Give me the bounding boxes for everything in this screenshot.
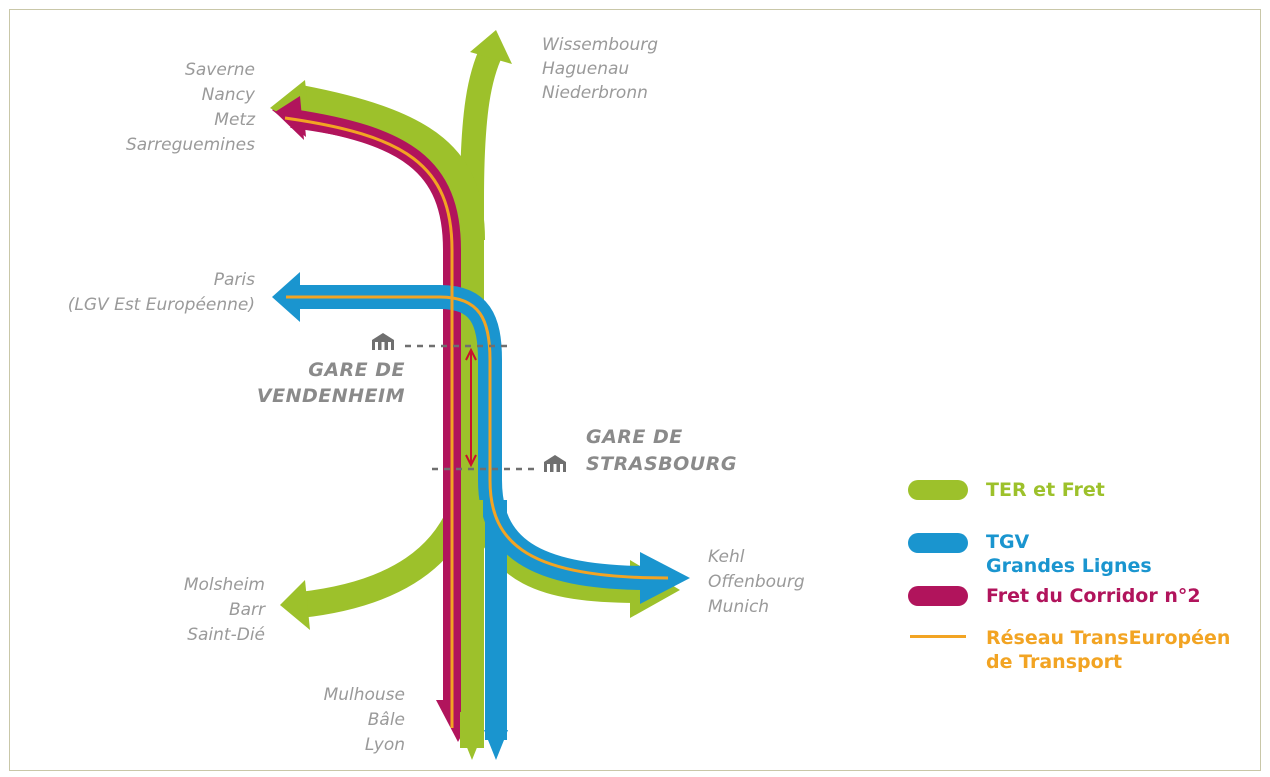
legend-tgv-swatch [908, 533, 968, 553]
dest-east: Kehl Offenbourg Munich [708, 547, 805, 617]
dest-sw-3: Saint-Dié [187, 625, 265, 645]
dest-west-1: Paris [214, 270, 255, 290]
dest-south-2: Bâle [368, 710, 405, 730]
legend-fret-label: Fret du Corridor n°2 [986, 585, 1201, 607]
legend-ten-label-1: Réseau TransEuropéen [986, 627, 1230, 649]
legend-ter-swatch [908, 480, 968, 500]
legend-ten-swatch [910, 635, 966, 638]
station-building-icon [544, 455, 566, 472]
dest-south-1: Mulhouse [324, 685, 405, 705]
dest-north-1: Wissembourg [542, 35, 658, 55]
station-vendenheim-label: GARE DE VENDENHEIM [257, 359, 405, 407]
station-link-arrow [465, 347, 477, 468]
station-building-icon [372, 333, 394, 350]
dest-nw-3: Metz [214, 110, 256, 130]
dest-west-2: (LGV Est Européenne) [68, 295, 255, 315]
dest-nw-4: Sarreguemines [126, 135, 255, 155]
vendenheim-line-2: VENDENHEIM [257, 385, 405, 407]
ten-line [284, 116, 669, 728]
legend-tgv-label-1: TGV [986, 531, 1030, 553]
dest-east-1: Kehl [708, 547, 745, 567]
dest-north-3: Niederbronn [542, 83, 648, 103]
vendenheim-line-1: GARE DE [308, 359, 405, 381]
dest-sw-2: Barr [229, 600, 266, 620]
dest-northwest: Saverne Nancy Metz Sarreguemines [126, 60, 256, 155]
legend: TER et Fret TGV Grandes Lignes Fret du C… [908, 479, 1230, 673]
dest-south-3: Lyon [365, 735, 405, 755]
strasbourg-line-1: GARE DE [586, 426, 683, 448]
dest-nw-1: Saverne [185, 60, 255, 80]
dest-nw-2: Nancy [202, 85, 256, 105]
dest-north: Wissembourg Haguenau Niederbronn [542, 35, 658, 103]
dest-south: Mulhouse Bâle Lyon [324, 685, 405, 755]
strasbourg-line-2: STRASBOURG [586, 453, 737, 475]
station-dashes [405, 344, 540, 471]
dest-east-2b: Munich [708, 597, 769, 617]
station-strasbourg-label: GARE DE STRASBOURG [586, 426, 737, 475]
legend-tgv-label-2: Grandes Lignes [986, 555, 1152, 577]
diagram-frame [9, 9, 1261, 771]
legend-fret-swatch [908, 586, 968, 606]
legend-ter-label: TER et Fret [986, 479, 1105, 501]
dest-north-2: Haguenau [542, 59, 629, 79]
legend-ten-label-2: de Transport [986, 651, 1122, 673]
dest-sw-1: Molsheim [184, 575, 265, 595]
dest-southwest: Molsheim Barr Saint-Dié [184, 575, 266, 645]
dest-west: Paris (LGV Est Européenne) [68, 270, 255, 315]
dest-east-2: Offenbourg [708, 572, 805, 592]
